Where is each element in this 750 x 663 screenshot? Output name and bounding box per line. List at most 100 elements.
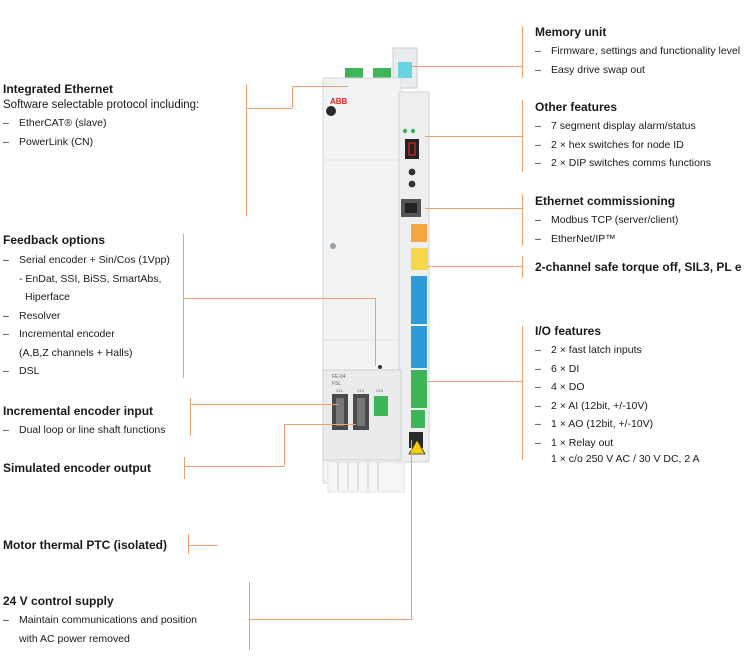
port-label-x11: X11	[336, 388, 343, 393]
leader-feedback-h	[183, 298, 375, 299]
ethernet-title: Integrated Ethernet	[3, 82, 114, 96]
leader-io-h	[428, 381, 522, 382]
port-x13	[374, 396, 388, 416]
list-item: –6 × DI	[535, 362, 580, 375]
leader-sto-h	[428, 266, 522, 267]
connector-orange	[411, 224, 427, 242]
status-led-1	[402, 128, 408, 134]
list-item: 1 × c/o 250 V AC / 30 V DC, 2 A	[551, 453, 700, 465]
connector-yellow	[411, 248, 428, 270]
leader-other-h	[425, 136, 522, 137]
connector-blue-1	[411, 276, 427, 324]
status-led-2	[410, 128, 416, 134]
list-item: –Maintain communications and position	[3, 614, 198, 626]
leader-feedback-v2	[375, 298, 376, 366]
leader-supply-v	[249, 582, 250, 650]
connector-green-1	[411, 370, 427, 408]
leader-memory-h	[412, 66, 522, 67]
memory-block: Memory unit –Firmware, settings and func…	[535, 24, 740, 79]
leader-incremental-h	[190, 404, 338, 405]
other-title: Other features	[535, 100, 618, 114]
seven-segment-display	[405, 139, 419, 159]
leader-commissioning-h	[425, 208, 522, 209]
leader-ethernet-h2	[292, 86, 348, 87]
hex-switch-1	[408, 168, 416, 176]
other-block: Other features –7 segment display alarm/…	[535, 99, 711, 173]
list-item: –EtherNet/IP™	[535, 232, 616, 245]
io-title: I/O features	[535, 324, 602, 338]
leader-ethernet-v2	[292, 86, 293, 108]
simulated-block: Simulated encoder output	[3, 460, 151, 476]
leader-ptc-h	[188, 545, 218, 546]
list-item: Hiperface	[25, 291, 70, 303]
feedback-title: Feedback options	[3, 233, 106, 247]
list-item: –2 × AI (12bit, +/-10V)	[535, 399, 648, 412]
leader-ethernet-h1	[246, 108, 292, 109]
feedback-block: Feedback options –Serial encoder + Sin/C…	[3, 232, 170, 381]
list-item: –1 × Relay out	[535, 436, 614, 449]
list-item: (A,B,Z channels + Halls)	[19, 346, 133, 359]
heatsink	[327, 461, 405, 493]
commissioning-title: Ethernet commissioning	[535, 194, 676, 208]
supply-block: 24 V control supply –Maintain communicat…	[3, 593, 197, 648]
list-item: –EtherCAT® (slave)	[3, 117, 107, 129]
list-item: –Firmware, settings and functionality le…	[535, 45, 741, 57]
leader-simulated-v	[184, 457, 185, 479]
safe-torque-title: 2-channel safe torque off, SIL3, PL e	[535, 260, 742, 274]
brand-logo: ABB	[330, 97, 348, 106]
list-item: –Dual loop or line shaft functions	[3, 424, 166, 436]
memory-title: Memory unit	[535, 25, 607, 39]
list-item: –4 × DO	[535, 381, 585, 393]
safe-torque-block: 2-channel safe torque off, SIL3, PL e	[535, 259, 742, 275]
io-block: I/O features –2 × fast latch inputs –6 ×…	[535, 323, 700, 466]
list-item: –Serial encoder + Sin/Cos (1Vpp)	[3, 254, 170, 266]
list-item: –Easy drive swap out	[535, 63, 645, 76]
connector-blue-2	[411, 326, 427, 368]
motor-ptc-block: Motor thermal PTC (isolated)	[3, 537, 167, 553]
list-item: –DSL	[3, 365, 40, 377]
list-item: with AC power removed	[19, 632, 130, 645]
commissioning-block: Ethernet commissioning –Modbus TCP (serv…	[535, 193, 678, 248]
leader-relay-h	[249, 619, 411, 620]
ethernet-block: Integrated Ethernet Software selectable …	[3, 81, 199, 151]
screw-icon	[326, 106, 336, 116]
list-item: –2 × hex switches for node ID	[535, 138, 684, 151]
leader-commissioning-v	[522, 194, 523, 246]
leader-ptc-v	[188, 534, 189, 554]
list-item: –1 × AO (12bit, +/-10V)	[535, 418, 654, 430]
leader-feedback-v	[183, 234, 184, 378]
leader-simulated-h2	[284, 424, 356, 425]
list-item: –Modbus TCP (server/client)	[535, 214, 679, 226]
incremental-title: Incremental encoder input	[3, 404, 154, 418]
list-item: –Resolver	[3, 309, 61, 322]
list-item: –7 segment display alarm/status	[535, 120, 696, 132]
module-label: FE-04	[332, 374, 346, 380]
list-item: –2 × fast latch inputs	[535, 344, 642, 356]
leader-simulated-v2	[284, 424, 285, 466]
leader-sto-v	[522, 256, 523, 278]
incremental-block: Incremental encoder input –Dual loop or …	[3, 403, 166, 440]
motor-ptc-title: Motor thermal PTC (isolated)	[3, 538, 168, 552]
leader-relay-v	[411, 440, 412, 620]
port-label-x12: X12	[357, 388, 365, 393]
module-sublabel: FSL	[332, 381, 342, 387]
simulated-title: Simulated encoder output	[3, 461, 152, 475]
list-item: –2 × DIP switches comms functions	[535, 157, 711, 169]
leader-simulated-h	[184, 466, 284, 467]
list-item: –Incremental encoder	[3, 328, 115, 340]
list-item: –PowerLink (CN)	[3, 135, 94, 148]
leader-io-v	[522, 326, 523, 460]
warning-icon	[408, 439, 426, 455]
leader-ethernet-v	[246, 84, 247, 216]
leader-memory-v	[522, 26, 523, 78]
list-item: - EnDat, SSI, BiSS, SmartAbs,	[19, 272, 162, 285]
leader-other-v	[522, 100, 523, 172]
leader-incremental-v	[190, 398, 191, 436]
hex-switch-2	[408, 180, 416, 188]
port-label-x13: X13	[376, 388, 384, 393]
connector-green-2	[411, 410, 425, 428]
ethernet-subtitle: Software selectable protocol including:	[3, 99, 200, 111]
supply-title: 24 V control supply	[3, 594, 114, 608]
memory-unit-chip	[398, 62, 412, 78]
